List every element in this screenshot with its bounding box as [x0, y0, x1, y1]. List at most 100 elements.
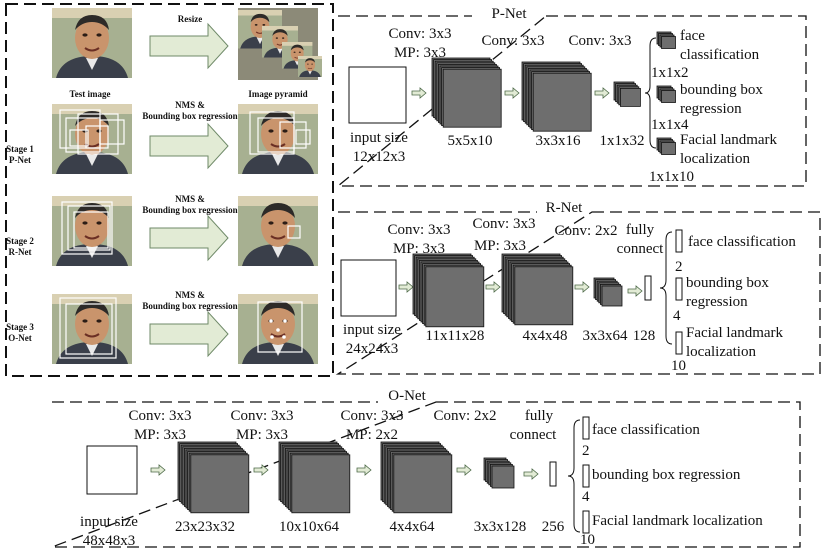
stage2-candidate-boxes: [61, 201, 113, 255]
rnet-pool2: MP: 3x3: [474, 238, 526, 254]
pnet-output-cls-block: [656, 31, 676, 49]
rnet-size-1: 11x11x28: [426, 328, 485, 344]
image-pyramid-caption: Image pyramid: [248, 89, 307, 99]
pnet-arrow-1: [411, 87, 427, 99]
onet-out1-dim: 2: [582, 443, 590, 459]
left-panel-border: [5, 3, 334, 377]
rnet-block-2: [501, 253, 574, 326]
pnet-input-label: input size: [350, 130, 408, 146]
rnet-arrow-1: [398, 281, 414, 293]
onet-fc: fully: [525, 408, 554, 424]
pnet-size-2: 3x3x16: [536, 133, 582, 149]
feature-map-layer: [532, 72, 592, 132]
rnet-out2-dim: 4: [673, 308, 681, 324]
onet-brace: [567, 419, 581, 533]
onet-block-3: [380, 441, 453, 514]
rnet-conv3: Conv: 2x2: [555, 223, 618, 239]
test-image-caption: Test image: [70, 89, 111, 99]
stage1-arrow-label: NMS &Bounding box regression: [142, 100, 237, 121]
onet-panel: O-Net input size 48x48x3 Conv: 3x3 MP: 3…: [51, 388, 801, 549]
pnet-block-3: [613, 81, 641, 107]
onet-conv4: Conv: 2x2: [434, 408, 497, 424]
feature-map-layer: [601, 285, 623, 307]
feature-map-layer: [291, 454, 351, 514]
pnet-out3-label: Facial landmark: [680, 132, 778, 148]
stage3-landmarks: [257, 301, 303, 353]
pnet-conv3: Conv: 3x3: [569, 33, 632, 49]
pnet-output-box-block: [656, 85, 676, 103]
onet-arrow-1: [150, 464, 166, 476]
pnet-arrow-2: [504, 87, 520, 99]
rnet-arrow-3: [574, 281, 590, 293]
rnet-conv2: Conv: 3x3: [473, 216, 536, 232]
rnet-arrow-2: [485, 281, 501, 293]
stage1-candidate-boxes: [59, 109, 125, 155]
rnet-input-box: [340, 259, 397, 317]
onet-title: O-Net: [388, 388, 426, 404]
pnet-out1-label2: classification: [680, 47, 760, 63]
onet-out2-label: bounding box regression: [592, 467, 741, 483]
rnet-block-1: [412, 253, 485, 328]
pnet-pool1: MP: 3x3: [394, 45, 446, 61]
onet-out2-bar: [582, 464, 590, 488]
image-pyramid: [237, 8, 323, 80]
onet-fc-bar: [549, 461, 557, 487]
rnet-pool1: MP: 3x3: [393, 241, 445, 257]
onet-out1-bar: [582, 416, 590, 440]
pnet-out2-dim: 1x1x4: [651, 117, 689, 133]
onet-conv2: Conv: 3x3: [231, 408, 294, 424]
rnet-fc2: connect: [617, 241, 664, 257]
feature-map-layer: [661, 36, 676, 49]
stage3-candidate-boxes: [59, 297, 117, 359]
rnet-out3-label: Facial landmark: [686, 325, 784, 341]
rnet-size-4: 128: [633, 328, 656, 344]
rnet-size-3: 3x3x64: [583, 328, 629, 344]
stage2-arrow: [149, 215, 229, 261]
onet-block-2: [278, 441, 351, 514]
pnet-out1-label: face: [680, 28, 705, 44]
pnet-out3-dim: 1x1x10: [649, 169, 694, 185]
feature-map-layer: [491, 465, 515, 489]
feature-map-layer: [190, 454, 250, 514]
left-panel: Resize Test image Image pyramid NMS &Bou…: [5, 3, 334, 377]
stage1-arrow: [149, 123, 229, 169]
onet-block-1: [177, 441, 250, 514]
onet-out2-dim: 4: [582, 489, 590, 505]
onet-input-size: 48x48x3: [83, 533, 136, 549]
feature-map-layer: [514, 266, 574, 326]
pnet-arrow-3: [594, 87, 610, 99]
rnet-out1-label: face classification: [688, 234, 796, 250]
pnet-input-box: [348, 66, 407, 124]
pnet-size-1: 5x5x10: [448, 133, 493, 149]
onet-size-2: 10x10x64: [279, 519, 340, 535]
rnet-out1-bar: [675, 229, 683, 253]
pnet-block-1: [431, 57, 502, 128]
rnet-conv1: Conv: 3x3: [388, 222, 451, 238]
onet-size-1: 23x23x32: [175, 519, 235, 535]
rnet-fc-bar: [644, 275, 652, 301]
onet-input-label: input size: [80, 514, 138, 530]
stage1-output-boxes: [249, 111, 311, 155]
rnet-input-label: input size: [343, 322, 401, 338]
pnet-title: P-Net: [492, 6, 528, 22]
feature-map-layer: [393, 454, 453, 514]
onet-input-box: [86, 445, 138, 495]
feature-map-layer: [661, 90, 676, 103]
onet-arrow-4: [456, 464, 472, 476]
onet-conv1: Conv: 3x3: [129, 408, 192, 424]
resize-label: Resize: [178, 14, 203, 24]
stage3-arrow-label: NMS &Bounding box regression: [142, 290, 237, 311]
onet-out1-label: face classification: [592, 422, 700, 438]
stage2-output-image: [237, 195, 319, 267]
rnet-brace: [659, 231, 673, 345]
pnet-out1-dim: 1x1x2: [651, 65, 689, 81]
onet-size-5: 256: [542, 519, 565, 535]
rnet-title: R-Net: [546, 200, 583, 216]
onet-out3-label: Facial landmark localization: [592, 513, 763, 529]
pnet-out2-label: bounding box: [680, 82, 763, 98]
resize-arrow: [149, 23, 229, 69]
